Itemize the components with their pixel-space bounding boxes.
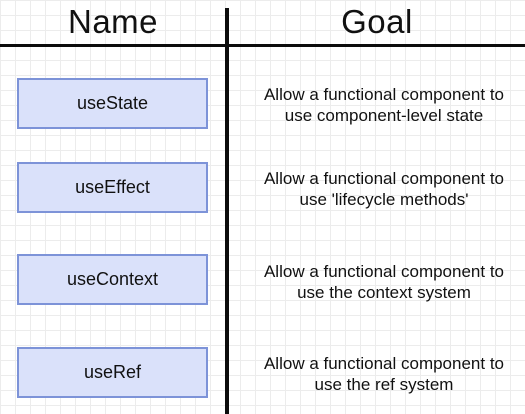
hook-box-usestate: useState	[17, 78, 208, 129]
goal-line: use the ref system	[314, 375, 454, 394]
goal-line: use the context system	[297, 283, 471, 302]
name-column-header: Name	[67, 3, 159, 40]
header-divider-line	[0, 44, 525, 47]
goal-text-usestate: Allow a functional component to use comp…	[236, 84, 525, 126]
goal-line: Allow a functional component to	[263, 85, 505, 104]
hook-box-useref: useRef	[17, 347, 208, 398]
goal-line: use 'lifecycle methods'	[299, 190, 469, 209]
column-divider-line	[225, 8, 229, 414]
goal-column-header: Goal	[341, 3, 413, 40]
goal-text-useref: Allow a functional component to use the …	[236, 353, 525, 395]
goal-line: Allow a functional component to	[263, 262, 505, 281]
hook-box-usecontext: useContext	[17, 254, 208, 305]
goal-line: Allow a functional component to	[263, 169, 505, 188]
goal-text-useeffect: Allow a functional component to use 'lif…	[236, 168, 525, 210]
goal-line: use component-level state	[284, 106, 484, 125]
goal-line: Allow a functional component to	[263, 354, 505, 373]
hook-box-useeffect: useEffect	[17, 162, 208, 213]
goal-text-usecontext: Allow a functional component to use the …	[236, 261, 525, 303]
